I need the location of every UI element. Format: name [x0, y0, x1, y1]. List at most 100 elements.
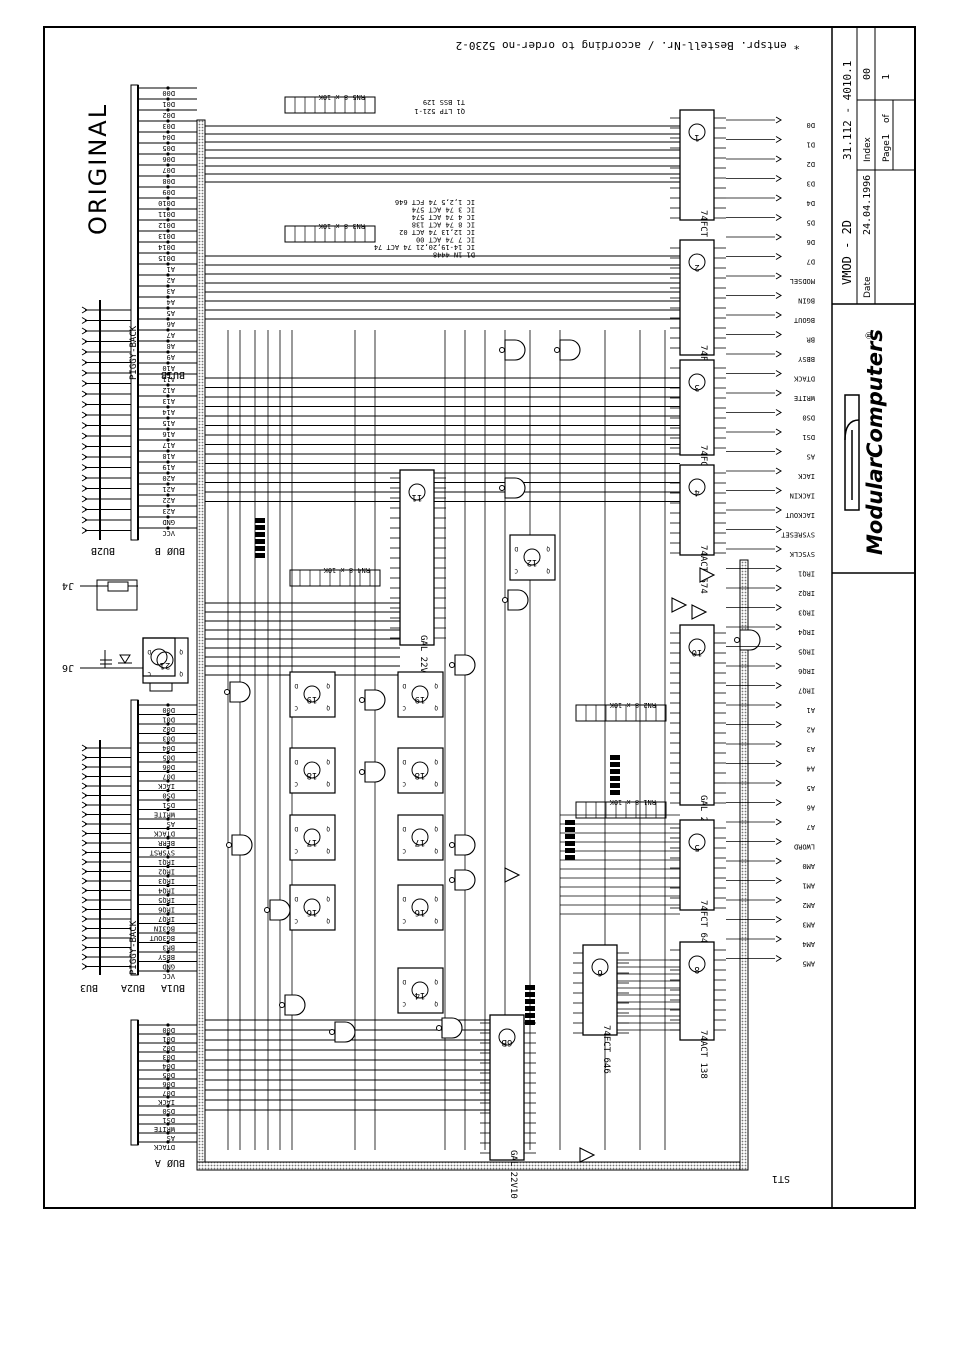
- pin-arrow: [775, 916, 782, 923]
- chip-ref-circle: [688, 955, 706, 973]
- nand-gate-15: [279, 994, 306, 1016]
- ff-pin: Q: [434, 847, 438, 854]
- ff-body: [289, 884, 336, 931]
- jumper-block: [525, 1020, 535, 1025]
- pin-dot: [166, 788, 170, 793]
- pin-dot: [166, 1086, 170, 1090]
- rnet-body: [284, 225, 376, 243]
- drawing-title: VMOD - 2D: [840, 220, 854, 285]
- pin-dot: [166, 1140, 170, 1144]
- gate-bubble: [226, 842, 232, 848]
- chip-ref: 10: [692, 647, 703, 657]
- chip-ref: 8: [694, 964, 699, 974]
- pin-arrow: [81, 390, 88, 398]
- jumper-block: [610, 762, 620, 767]
- pin-arrow: [775, 643, 782, 650]
- gate-bubble: [499, 347, 505, 353]
- of-label: of: [882, 113, 892, 123]
- bus-a2-pin-label: D02: [162, 1044, 175, 1052]
- index-value: 00: [862, 68, 873, 80]
- bus-b-label: BUØ B: [155, 545, 185, 557]
- bus-a-pin-label: DTACK: [153, 830, 175, 838]
- pin-arrow: [81, 896, 88, 904]
- pin-dot: [166, 240, 170, 244]
- chip-ref-circle: [688, 253, 706, 271]
- ff-body: [397, 814, 444, 861]
- nand-gate-7: [359, 761, 386, 783]
- jumper-block: [525, 1006, 535, 1011]
- rnet-body: [284, 96, 376, 114]
- nand-gate-8: [226, 834, 253, 856]
- ff-body: [509, 534, 556, 581]
- pin-dot: [166, 383, 170, 387]
- pin-dot: [166, 460, 170, 464]
- pin-dot: [166, 817, 170, 821]
- chip-type: 74ACT 138: [698, 1030, 708, 1079]
- pin-dot: [166, 229, 170, 233]
- pin-arrow: [775, 584, 782, 592]
- bus-b-pin-label: D05: [162, 144, 175, 152]
- rnet-body: [289, 569, 381, 587]
- pin-arrow: [775, 214, 782, 221]
- pin-arrow: [81, 443, 88, 450]
- pin-dot: [166, 874, 170, 878]
- bus-b-pin-label: A2: [167, 276, 175, 284]
- pin-dot: [166, 883, 170, 888]
- pin-arrow: [81, 934, 88, 942]
- ff-body: [397, 884, 444, 931]
- bus-b-pin-label: D014: [158, 243, 175, 251]
- bu1a-label: BU1A: [161, 982, 185, 993]
- pin-dot: [166, 950, 170, 954]
- ff-ref-circle: [303, 898, 321, 916]
- ff-body: [397, 671, 444, 718]
- pin-dot: [166, 1095, 170, 1099]
- chip-type: 74FCT 646: [601, 1025, 611, 1074]
- ff-pin: C: [402, 704, 406, 711]
- ff-body: [397, 967, 444, 1014]
- pin-arrow: [775, 623, 782, 631]
- right-signal-label: IRQ5: [798, 648, 815, 656]
- jumper-block: [255, 532, 265, 537]
- pin-arrow: [775, 526, 782, 533]
- pin-arrow: [775, 409, 782, 416]
- bus-a-pin-label: D07: [162, 773, 175, 781]
- bus-a-pin-label: D01: [162, 716, 175, 724]
- pin-arrow: [775, 272, 782, 280]
- bus-a2-pin-label: DTACK: [153, 1143, 175, 1151]
- bus-a2-pin-label: D04: [162, 1062, 175, 1070]
- bus-a2-pin-label: DS0: [162, 1107, 175, 1115]
- gate-body: [454, 834, 476, 856]
- ff-pin: D: [402, 682, 406, 689]
- bus-b-pin-label: A14: [162, 408, 175, 416]
- pin-dot: [166, 339, 170, 343]
- nand-gate-16: [449, 654, 476, 676]
- pin-dot: [166, 1104, 170, 1108]
- rnet-label: RN2 8 x 10K: [609, 701, 656, 709]
- date-label: Date: [863, 276, 873, 298]
- gate-body: [334, 1021, 356, 1043]
- pin-dot: [166, 130, 170, 134]
- chip-ref-circle: [688, 833, 706, 851]
- ff-pin: C: [402, 917, 406, 924]
- right-signal-label: BBSY: [797, 355, 815, 363]
- rn2: RN2 8 x 10K: [575, 701, 667, 722]
- right-signal-label: D6: [807, 238, 815, 246]
- pin-dot: [166, 218, 170, 222]
- gate-body: [364, 761, 386, 783]
- jumper-block: [565, 848, 575, 853]
- pin-dot: [166, 1068, 170, 1072]
- pin-dot: [166, 119, 170, 123]
- right-signal-label: BR: [806, 336, 815, 344]
- pin-arrow: [81, 306, 88, 314]
- ff-ref: 17: [415, 837, 426, 847]
- j6-label: J6: [62, 662, 74, 673]
- pin-arrow: [775, 545, 782, 553]
- ff-pin: C: [294, 780, 298, 787]
- pin-arrow: [775, 448, 782, 455]
- ff-pin: Q: [434, 780, 438, 787]
- j4-label: J4: [62, 580, 74, 591]
